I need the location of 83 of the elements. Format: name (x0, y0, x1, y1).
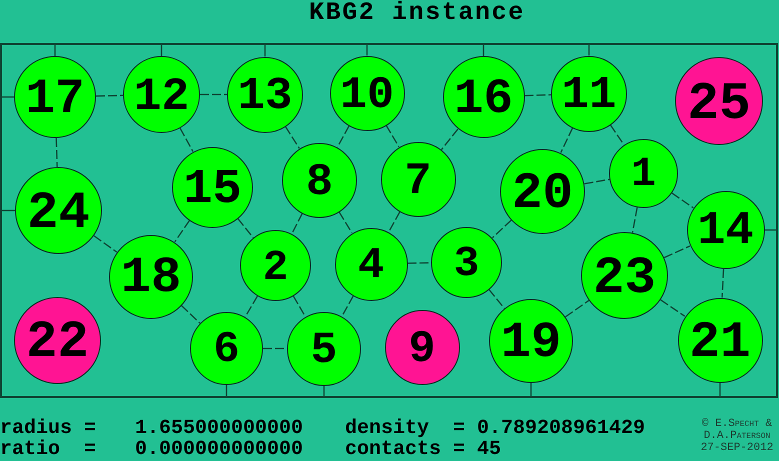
dashed-contact-line (341, 296, 354, 316)
stat-value: 1.655000000000 (135, 419, 304, 439)
dashed-contact-line (407, 262, 432, 264)
dashed-contact-line (610, 124, 625, 146)
circle-number: 17 (25, 75, 85, 125)
contact-line (482, 44, 484, 56)
diagram-title: KBG2 instance (309, 0, 525, 26)
dashed-contact-line (488, 289, 505, 309)
dashed-contact-line (263, 348, 287, 350)
circle-number: 13 (238, 74, 292, 120)
circle-number: 9 (408, 327, 436, 372)
dashed-contact-line (244, 296, 258, 318)
dashed-contact-line (388, 212, 400, 232)
dashed-contact-line (200, 94, 227, 96)
circle-number: 22 (26, 317, 89, 370)
contact-line (264, 44, 266, 56)
stat-name: ratio (0, 440, 60, 460)
circle-number: 14 (697, 209, 754, 256)
contact-line (1, 96, 14, 98)
circle-number: 3 (454, 243, 480, 286)
contact-line (530, 383, 532, 397)
dashed-contact-line (584, 178, 610, 184)
dashed-contact-line (560, 128, 574, 153)
dashed-contact-line (174, 220, 190, 242)
contact-line (719, 382, 721, 397)
circle-number: 10 (340, 73, 394, 118)
stat-name: density (345, 419, 430, 439)
contact-line (160, 44, 162, 56)
circle-number: 25 (687, 78, 751, 131)
circle-number: 1 (631, 155, 656, 197)
circle-number: 21 (689, 318, 751, 369)
dashed-contact-line (284, 126, 300, 149)
dashed-contact-line (180, 128, 194, 152)
equals-sign: = (84, 440, 96, 460)
dashed-contact-line (338, 212, 352, 234)
stat-text: contacts = 45 (345, 440, 502, 460)
dashed-contact-line (336, 126, 350, 148)
contact-line (588, 44, 590, 56)
circle-number: 11 (562, 73, 616, 120)
dashed-contact-line (292, 296, 306, 317)
contact-line (366, 44, 368, 56)
dashed-contact-line (386, 124, 400, 148)
dashed-contact-line (721, 268, 724, 298)
container-frame (0, 43, 778, 398)
contact-line (764, 229, 777, 231)
circle-number: 2 (262, 246, 288, 290)
dashed-contact-line (565, 300, 590, 318)
stat-value: 0.000000000000 (135, 440, 304, 460)
dashed-contact-line (94, 235, 118, 253)
dashed-contact-line (524, 94, 552, 96)
circle-number: 5 (310, 328, 338, 374)
contact-line (226, 385, 228, 397)
dashed-contact-line (664, 245, 690, 258)
circle-number: 8 (306, 160, 333, 206)
circle-number: 6 (213, 329, 240, 374)
contact-line (54, 44, 56, 56)
stat-value: = 0.789208961429 (453, 419, 646, 439)
circle-number: 7 (404, 159, 432, 204)
dashed-contact-line (96, 94, 124, 97)
credit-text: 27-SEP-2012 (700, 442, 774, 454)
circle-number: 12 (134, 74, 190, 120)
circle-number: 23 (593, 252, 656, 305)
dashed-contact-line (672, 192, 694, 208)
dashed-contact-line (56, 138, 58, 168)
credit-text: D.A.Paterson (702, 430, 772, 442)
circle-number: 18 (120, 254, 182, 305)
circle-number: 16 (454, 75, 514, 125)
contact-line (1, 210, 15, 212)
circle-number: 24 (27, 188, 90, 240)
dashed-contact-line (237, 218, 254, 238)
credit-text: © E.Specht & (700, 418, 774, 430)
dashed-contact-line (632, 207, 638, 233)
circle-number: 4 (358, 244, 384, 289)
dashed-contact-line (180, 305, 201, 324)
dashed-contact-line (660, 299, 686, 317)
contact-line (323, 386, 325, 397)
circle-number: 15 (183, 166, 242, 214)
dashed-contact-line (440, 128, 458, 150)
stat-name: radius = (0, 419, 96, 439)
circle-number: 19 (500, 318, 562, 370)
circle-number: 20 (512, 168, 574, 220)
dashed-contact-line (291, 213, 303, 234)
dashed-contact-line (492, 220, 512, 238)
